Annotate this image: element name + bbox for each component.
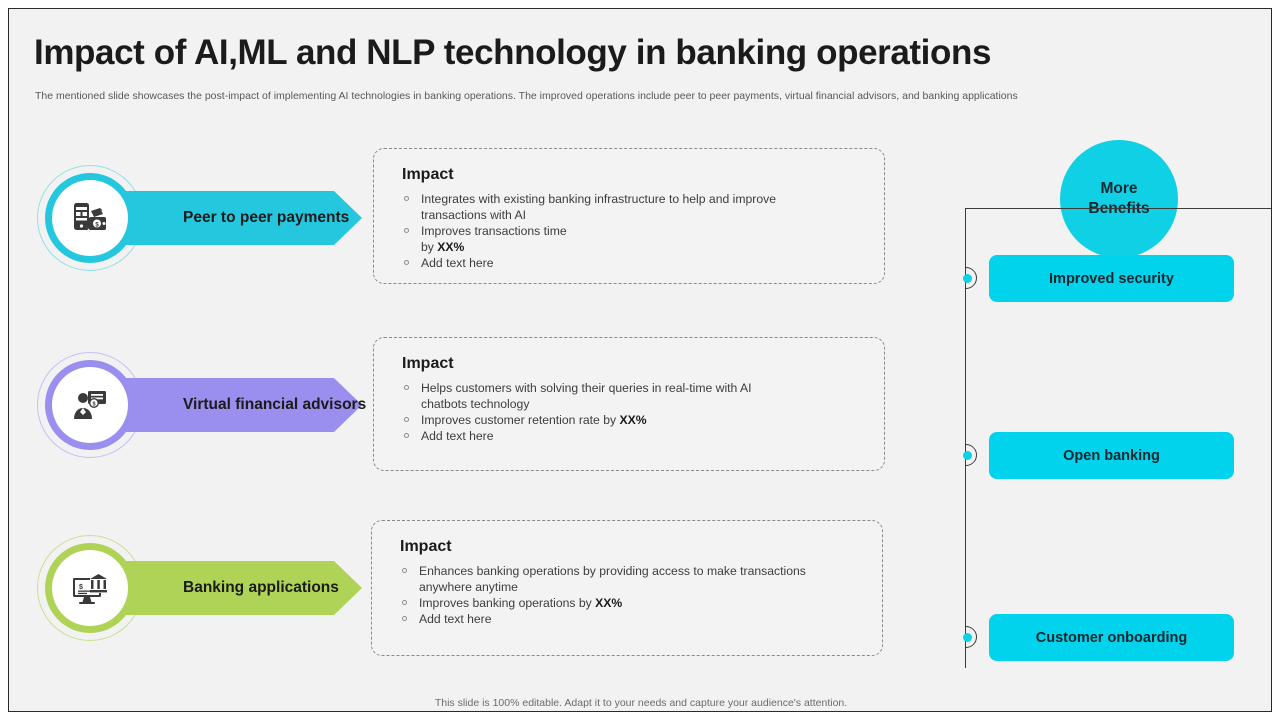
card-title: Impact	[402, 166, 454, 183]
impact-row-virtual-advisors: Virtual financial advisors $	[37, 346, 377, 466]
impact-row-peer-to-peer: Peer to peer payments $	[37, 159, 377, 279]
impact-row-banking-applications: Banking applications $	[37, 529, 377, 649]
mobile-wallet-payment-icon: $	[52, 180, 128, 256]
arrow-head	[334, 378, 362, 432]
list-item: Add text here	[397, 255, 870, 271]
desktop-banking-icon: $	[52, 550, 128, 626]
card-bullet-list: Enhances banking operations by providing…	[395, 563, 868, 627]
icon-ring-outer	[37, 535, 143, 641]
footer-note: This slide is 100% editable. Adapt it to…	[434, 697, 848, 709]
svg-text:$: $	[92, 401, 95, 407]
list-item: Helps customers with solving their queri…	[397, 380, 870, 412]
svg-text:$: $	[79, 584, 83, 591]
page-title: Impact of AI,ML and NLP technology in ba…	[34, 33, 992, 72]
benefits-panel: Improved security Open banking Customer …	[950, 208, 1271, 668]
list-item: Improves customer retention rate by XX%	[397, 412, 870, 428]
slide-canvas: Impact of AI,ML and NLP technology in ba…	[8, 8, 1272, 712]
card-bullet-list: Helps customers with solving their queri…	[397, 380, 870, 444]
arrow-head	[334, 191, 362, 245]
arrow-head	[334, 561, 362, 615]
list-item: Enhances banking operations by providing…	[395, 563, 868, 595]
connector-node	[950, 439, 982, 471]
impact-card-banking-applications: Impact Enhances banking operations by pr…	[371, 520, 883, 656]
connector-dot	[963, 274, 972, 283]
connector-dot	[963, 451, 972, 460]
benefit-pill-customer-onboarding[interactable]: Customer onboarding	[989, 614, 1234, 661]
impact-card-virtual-advisors: Impact Helps customers with solving thei…	[373, 337, 885, 471]
card-title: Impact	[400, 538, 452, 555]
list-item: Improves banking operations by XX%	[395, 595, 868, 611]
list-item: Add text here	[395, 611, 868, 627]
card-bullet-list: Integrates with existing banking infrast…	[397, 191, 870, 271]
impact-card-peer-to-peer: Impact Integrates with existing banking …	[373, 148, 885, 284]
icon-ring-outer	[37, 165, 143, 271]
page-subtitle: The mentioned slide showcases the post-i…	[35, 90, 1018, 102]
more-benefits-line1: More	[1100, 180, 1138, 197]
card-title: Impact	[402, 355, 454, 372]
icon-ring-outer	[37, 352, 143, 458]
svg-text:$: $	[95, 222, 99, 228]
connector-dot	[963, 633, 972, 642]
list-item: Integrates with existing banking infrast…	[397, 191, 870, 223]
row-label: Virtual financial advisors	[183, 396, 367, 413]
connector-node	[950, 262, 982, 294]
connector-node	[950, 621, 982, 653]
list-item: Add text here	[397, 428, 870, 444]
benefit-pill-open-banking[interactable]: Open banking	[989, 432, 1234, 479]
financial-advisor-icon: $	[52, 367, 128, 443]
row-label: Peer to peer payments	[183, 209, 350, 226]
row-label: Banking applications	[183, 579, 339, 596]
more-benefits-badge: More Benefits	[1060, 140, 1178, 258]
benefit-pill-improved-security[interactable]: Improved security	[989, 255, 1234, 302]
